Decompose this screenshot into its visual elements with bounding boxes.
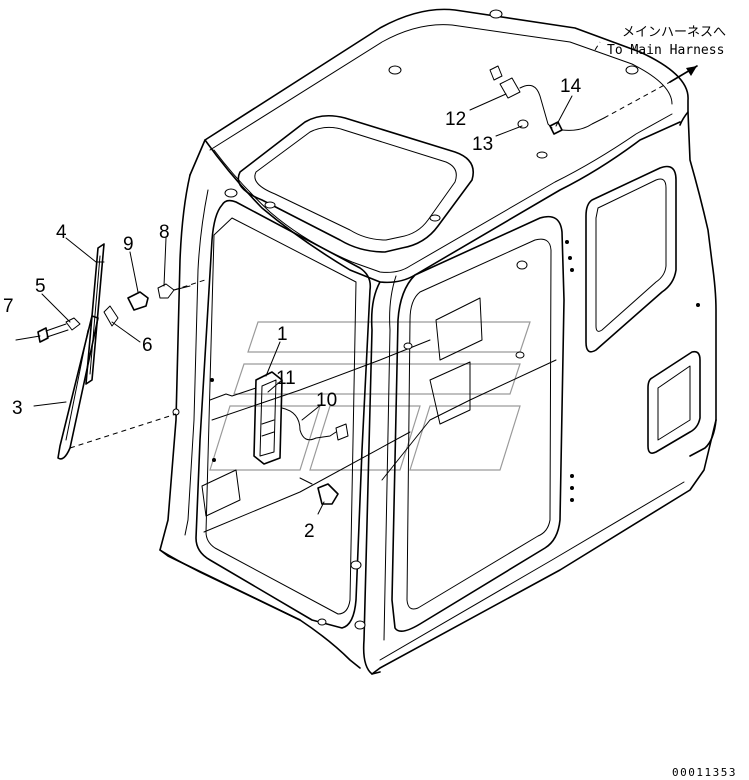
wiper-nut (65, 317, 81, 331)
interior-bracket (429, 361, 471, 425)
front-window-opening-inner (205, 217, 357, 615)
side-window-frame (585, 165, 677, 353)
door-frame (391, 215, 565, 632)
callout-3: 3 (12, 398, 23, 419)
callout-8: 8 (159, 222, 170, 243)
callout-7: 7 (3, 296, 14, 317)
harness-note-en: To Main Harness (607, 43, 724, 58)
lower-body (371, 419, 717, 675)
lower-body-inner (379, 481, 685, 661)
leader-lines (15, 93, 573, 515)
wiper-bolt (37, 327, 49, 343)
roof-grommet (517, 119, 529, 129)
door-frame-inner (406, 238, 552, 610)
motor-harness (281, 407, 337, 441)
front-left-pillar-outer (159, 174, 361, 669)
side-window-glass (595, 178, 667, 332)
callout-2: 2 (304, 521, 315, 542)
wiper-assembly (37, 243, 206, 460)
pivot-nut (157, 283, 175, 299)
pivot-cap (127, 291, 149, 311)
harness-note-jp: メインハーネスへ (622, 25, 726, 40)
wiper-motor (209, 371, 349, 465)
roof-connector (499, 77, 521, 99)
callout-1: 1 (277, 324, 288, 345)
skylight-frame (237, 114, 474, 253)
main-harness-wire (561, 117, 605, 131)
roof-right-edge (687, 111, 717, 457)
motor-bracket (253, 371, 283, 465)
harness-clamp (549, 121, 563, 135)
wiper-blade (85, 243, 105, 385)
roof-front-edge-inner (213, 113, 673, 273)
roof-outline (189, 8, 689, 176)
rear-side-window (647, 350, 701, 454)
callout-10: 10 (316, 390, 337, 411)
motor-bolt (299, 477, 339, 505)
mounting-holes (172, 9, 700, 630)
interior-rib-b (203, 431, 411, 533)
center-pillar (362, 281, 381, 675)
harness-connector (335, 423, 349, 441)
callout-12: 12 (445, 109, 466, 130)
center-pillar-inner (383, 275, 397, 641)
front-window-opening (195, 199, 372, 629)
motor-shaft (209, 387, 257, 401)
callout-4: 4 (56, 222, 67, 243)
drawing-code: 00011353 (672, 766, 737, 779)
roof-harness (489, 41, 698, 135)
interior-lower-plate (201, 469, 241, 517)
interior-rib-a (381, 359, 557, 481)
callout-6: 6 (142, 335, 153, 356)
rear-side-window-inner (657, 365, 691, 441)
roof-rim-inner (209, 24, 673, 151)
wiper-clip (103, 305, 119, 327)
front-left-pillar-inner (184, 189, 209, 536)
wiper-arm (57, 315, 99, 460)
callout-9: 9 (123, 234, 134, 255)
skylight-glass (254, 126, 457, 241)
interior-panel (435, 297, 483, 361)
roof-front-edge (204, 121, 681, 284)
floor-edge (159, 549, 301, 621)
callout-5: 5 (35, 276, 46, 297)
roof-wire (519, 84, 553, 129)
callout-11: 11 (276, 368, 296, 389)
harness-note: メインハーネスへ To Main Harness (607, 25, 726, 58)
callouts: 1 2 3 4 5 6 7 8 9 10 11 12 13 14 (3, 76, 582, 542)
callout-13: 13 (472, 134, 493, 155)
cab-body (159, 8, 717, 675)
callout-14: 14 (560, 76, 582, 97)
